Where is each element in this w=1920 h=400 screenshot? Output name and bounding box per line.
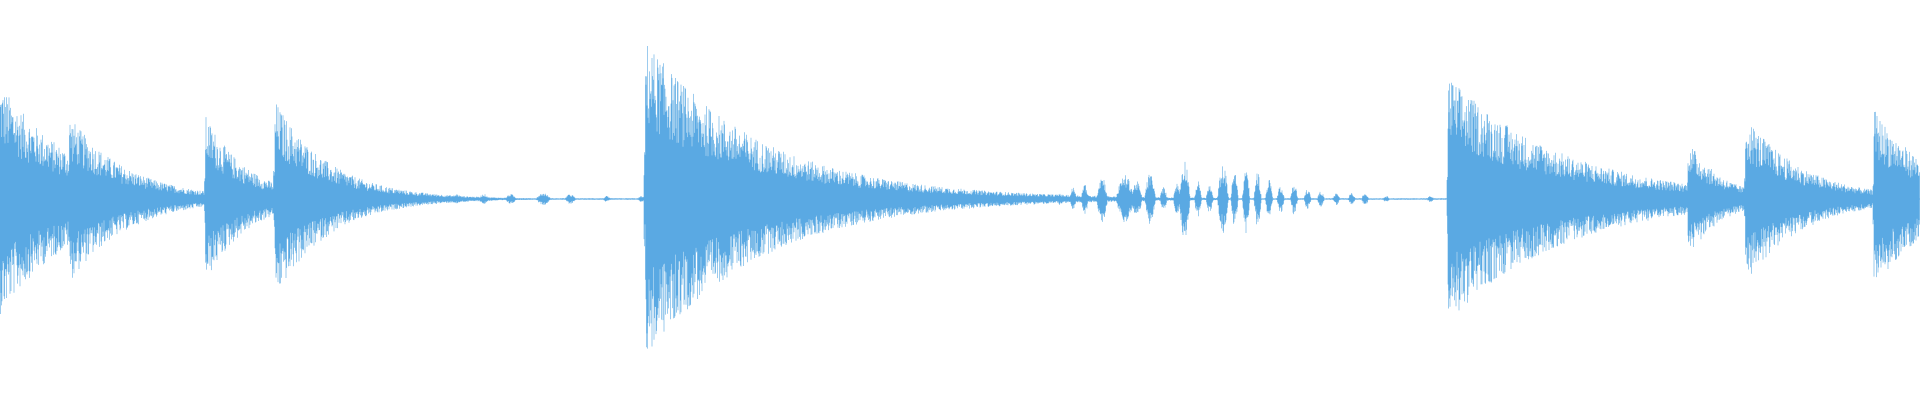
waveform-trace (0, 46, 1920, 349)
